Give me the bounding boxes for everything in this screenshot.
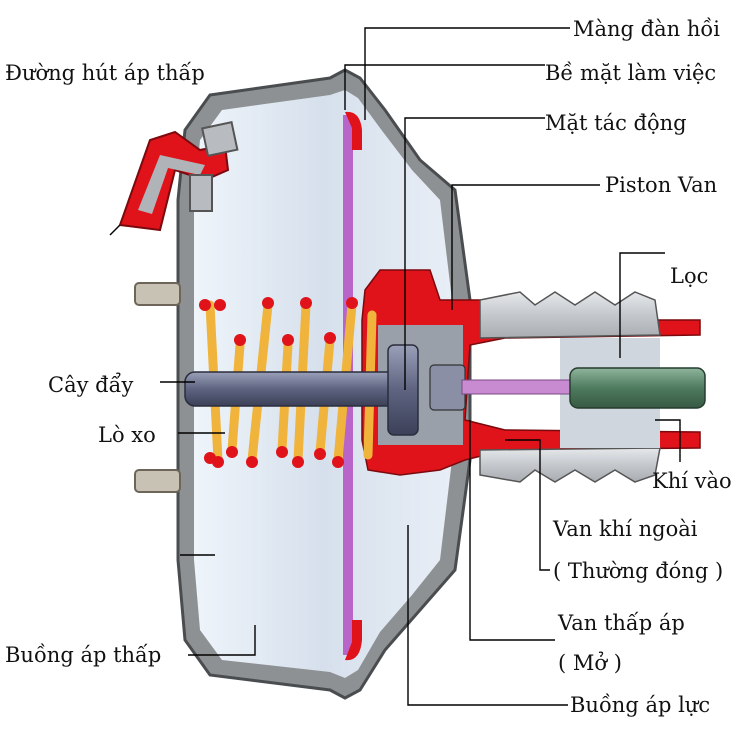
leader-lines [109,27,681,706]
valve-plunger [429,364,466,411]
diaphragm-seal-bottom [345,620,362,661]
label-valve-piston: Piston Van [605,173,717,197]
input-rod-pink [461,379,573,395]
label-vacuum-valve: Van thấp áp [557,611,685,635]
diaphragm-seal-top [345,111,362,150]
vacuum-inlet-fitting [118,121,239,232]
label-pressure-chamber: Buồng áp lực [570,693,710,717]
label-vacuum-chamber: Buồng áp thấp [5,643,161,667]
label-diaphragm: Màng đàn hồi [573,17,720,41]
label-actuating-face: Mặt tác động [545,111,687,135]
push-rod-head [387,344,419,436]
rubber-boot [479,291,661,339]
push-rod [184,371,416,407]
label-filter: Lọc [670,264,708,288]
input-rod [569,367,706,409]
front-bolt-bottom [134,469,181,493]
label-spring: Lò xo [98,423,156,447]
front-bolt-top [134,282,181,306]
label-outer-air-valve-state: ( Thường đóng ) [553,559,723,583]
label-air-inlet: Khí vào [652,469,732,493]
label-vacuum-valve-state: ( Mở ) [558,651,622,675]
label-working-surface: Bề mặt làm việc [545,61,716,85]
label-outer-air-valve: Van khí ngoài [552,517,698,541]
rubber-boot-lower [479,447,661,483]
label-push-rod: Cây đẩy [48,373,133,397]
label-suction-line: Đường hút áp thấp [5,61,205,85]
